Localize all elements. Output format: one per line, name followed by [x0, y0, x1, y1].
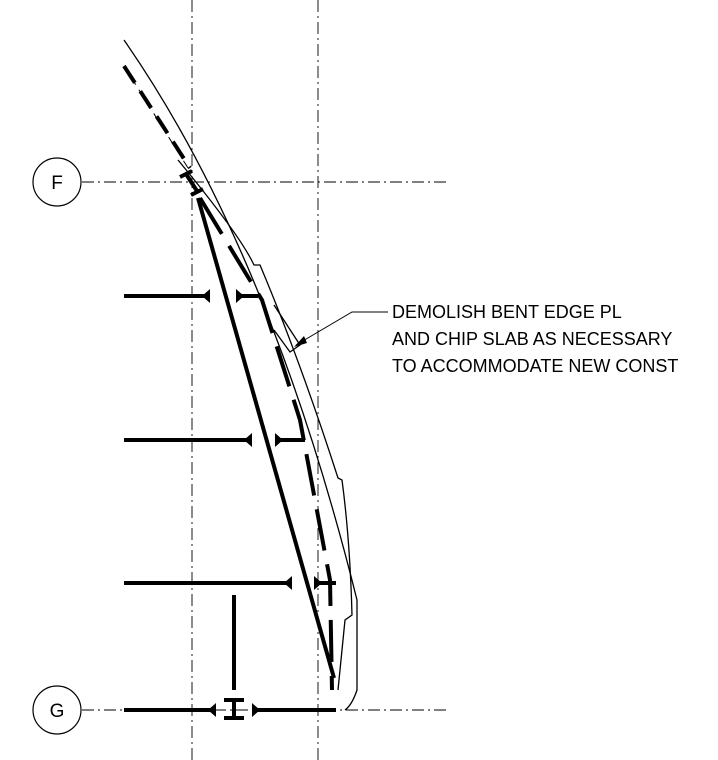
note-line-3: TO ACCOMMODATE NEW CONST	[392, 356, 678, 376]
column-g-wide-flange	[224, 698, 244, 720]
bent-edge-plate	[273, 304, 301, 353]
edge-beam-upper-hidden-line	[123, 65, 189, 169]
note-line-1: DEMOLISH BENT EDGE PL	[392, 302, 622, 322]
diagonal-girder	[196, 197, 336, 679]
edge-girder-dashed	[198, 196, 334, 691]
slab-edge-inner-line	[177, 159, 353, 691]
note-line-2: AND CHIP SLAB AS NECESSARY	[392, 329, 672, 349]
grid-g-beam	[124, 703, 336, 717]
filler-beam-1	[124, 289, 258, 303]
note-leader-line	[295, 311, 388, 346]
filler-beam-2	[124, 433, 305, 447]
edge-beam-upper	[122, 64, 192, 170]
grid-bubble-f: F	[32, 157, 82, 207]
column-f-wide-flange	[179, 169, 204, 197]
slab-edge-outer-curve	[123, 39, 358, 711]
grid-bubble-g-label: G	[50, 701, 65, 722]
filler-beam-3	[124, 576, 336, 590]
note-leader-arrowhead	[294, 336, 307, 347]
demolition-note: DEMOLISH BENT EDGE PL AND CHIP SLAB AS N…	[392, 302, 678, 376]
grid-bubble-g: G	[32, 685, 82, 735]
grid-bubble-f-label: F	[51, 173, 63, 194]
